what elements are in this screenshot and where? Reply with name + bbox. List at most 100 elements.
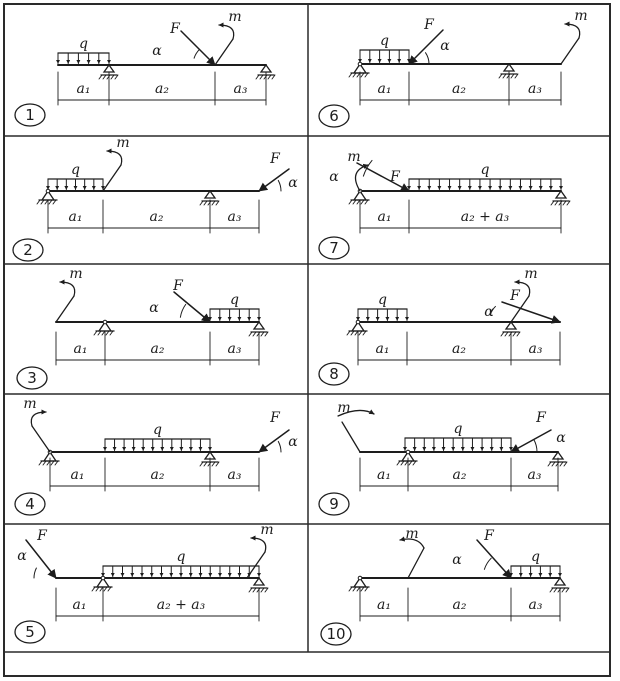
support-hatch: [362, 330, 367, 336]
support-hinge: [45, 188, 51, 194]
moment-arrow: [514, 279, 531, 297]
load-q-label: q: [79, 36, 88, 52]
angle: α: [17, 548, 37, 579]
panel-number-badge: 7: [318, 236, 350, 260]
roller-support: [199, 189, 220, 206]
support-hatch: [199, 200, 204, 206]
support-hatch: [211, 461, 216, 467]
moment-m-label: m: [347, 149, 360, 165]
span-label: a₁: [377, 467, 391, 483]
support-hatch: [504, 331, 509, 337]
support-hatch: [203, 200, 208, 206]
moment-stem: [31, 425, 51, 453]
load-q-label: q: [230, 292, 239, 308]
support-hatch: [97, 330, 102, 336]
distributed-load: q: [509, 549, 562, 577]
support-hatch: [510, 73, 515, 79]
panel-number-badge: 4: [14, 492, 46, 516]
support-hatch: [498, 73, 503, 79]
force-arrow: [408, 29, 444, 65]
angle: α: [452, 552, 492, 570]
span-label: a₁: [376, 341, 390, 357]
moment-stem: [214, 38, 234, 66]
support-hatch: [508, 331, 513, 337]
support-hatch: [54, 460, 59, 466]
support-hatch: [95, 586, 100, 592]
angle-arc: [277, 440, 282, 453]
support-triangle: [259, 63, 273, 73]
force-arrow: [501, 301, 561, 324]
support-hatch: [555, 461, 560, 467]
support-hatch: [551, 461, 556, 467]
force-F-label: F: [389, 169, 401, 185]
support-triangle: [203, 189, 217, 199]
roller-support: [248, 576, 269, 593]
force-F-label: F: [483, 528, 495, 544]
support-hatch: [264, 331, 269, 337]
distributed-load: q: [208, 292, 261, 321]
force-arrow: [258, 168, 290, 192]
support-hatch: [364, 72, 369, 78]
distributed-load: q: [56, 36, 111, 64]
support-triangle: [102, 63, 116, 73]
angle-alpha-label: α: [484, 304, 494, 320]
angle: α: [425, 38, 450, 65]
angle: α: [277, 175, 298, 192]
load-q-label: q: [454, 421, 463, 437]
span-label: a₁: [69, 209, 83, 225]
force-arrow: [510, 429, 552, 453]
span-label: a₁: [74, 341, 88, 357]
panel-number-badge: 9: [318, 492, 350, 516]
support-hatch: [103, 586, 108, 592]
support-hatch: [109, 330, 114, 336]
support-triangle: [553, 576, 567, 586]
panel-number-badge: 6: [318, 104, 350, 128]
support-hatch: [260, 587, 265, 593]
support-hatch: [40, 199, 45, 205]
support-hatch: [412, 460, 417, 466]
support-hinge: [100, 575, 106, 581]
angle-alpha-label: α: [152, 43, 162, 59]
table-grid: [3, 3, 611, 677]
moment-arrow: [250, 535, 267, 553]
angle: α: [149, 300, 187, 318]
support-hatch: [502, 73, 507, 79]
force: F: [476, 528, 512, 579]
panel-number: 7: [329, 239, 339, 257]
support-hatch: [516, 331, 521, 337]
distributed-load: q: [101, 549, 261, 577]
moment-stem: [246, 551, 266, 579]
panel-number-badge: 5: [14, 620, 46, 644]
force-F-label: F: [269, 151, 281, 167]
span-label: a₃: [529, 341, 543, 357]
span-label: a₃: [528, 81, 542, 97]
support-hatch: [98, 74, 103, 80]
span-label: a₂: [150, 209, 164, 225]
panel-number: 6: [329, 107, 339, 125]
support-hatch: [364, 199, 369, 205]
support-hatch: [203, 461, 208, 467]
span-label: a₃: [234, 81, 248, 97]
span-label: a₁: [378, 81, 392, 97]
support-hatch: [360, 199, 365, 205]
support-hatch: [348, 199, 353, 205]
support-hatch: [358, 330, 363, 336]
support-hatch: [252, 331, 257, 337]
force-F-label: F: [535, 410, 547, 426]
moment-stem: [102, 164, 122, 192]
support-hatch: [352, 199, 357, 205]
panel-number: 8: [329, 365, 339, 383]
moment-arrow: [564, 21, 581, 39]
force-F-label: F: [269, 410, 281, 426]
support-hatch: [211, 200, 216, 206]
moment-m-label: m: [116, 135, 129, 151]
force-arrow: [25, 539, 57, 579]
support-hatch: [396, 460, 401, 466]
